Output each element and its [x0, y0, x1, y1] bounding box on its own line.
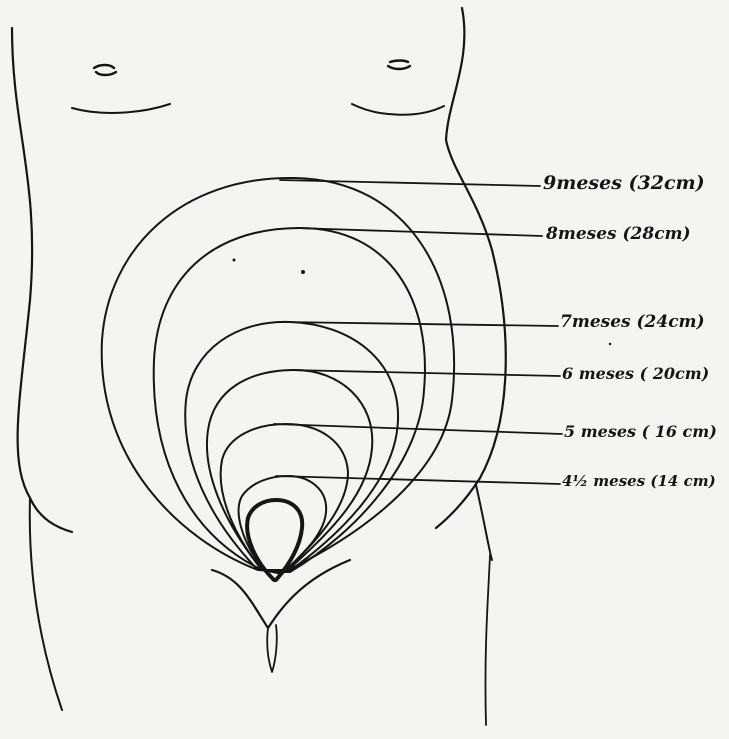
- leader-lines: [274, 180, 562, 484]
- left-body-contour: [12, 28, 72, 532]
- right-hip-curve: [485, 555, 490, 725]
- contour-7-meses: [185, 322, 398, 572]
- ink-speck: [301, 270, 305, 274]
- contour-4-half-meses: [239, 476, 326, 574]
- label-4-half-meses: 4½ meses (14 cm): [562, 474, 716, 489]
- ink-speck: [609, 343, 611, 345]
- label-9-meses: 9meses (32cm): [543, 174, 705, 193]
- torso-outline: [12, 8, 506, 725]
- right-chest-curve: [352, 104, 444, 115]
- contour-8-meses: [154, 228, 425, 572]
- label-7-meses: 7meses (24cm): [560, 314, 705, 331]
- right-body-contour: [436, 8, 506, 528]
- ink-speck: [233, 259, 236, 262]
- label-5-meses: 5 meses ( 16 cm): [564, 424, 717, 440]
- fundus-contours: [102, 178, 454, 580]
- left-chest-curve: [72, 104, 170, 113]
- left-leg-contour: [30, 498, 62, 710]
- genital-line: [267, 625, 277, 672]
- label-6-meses: 6 meses ( 20cm): [562, 366, 709, 382]
- leader-9: [280, 180, 540, 186]
- left-nipple: [94, 65, 116, 75]
- right-thigh-contour: [476, 485, 492, 560]
- leader-4-half: [276, 476, 560, 484]
- label-8-meses: 8meses (28cm): [546, 226, 691, 243]
- right-nipple: [388, 61, 410, 70]
